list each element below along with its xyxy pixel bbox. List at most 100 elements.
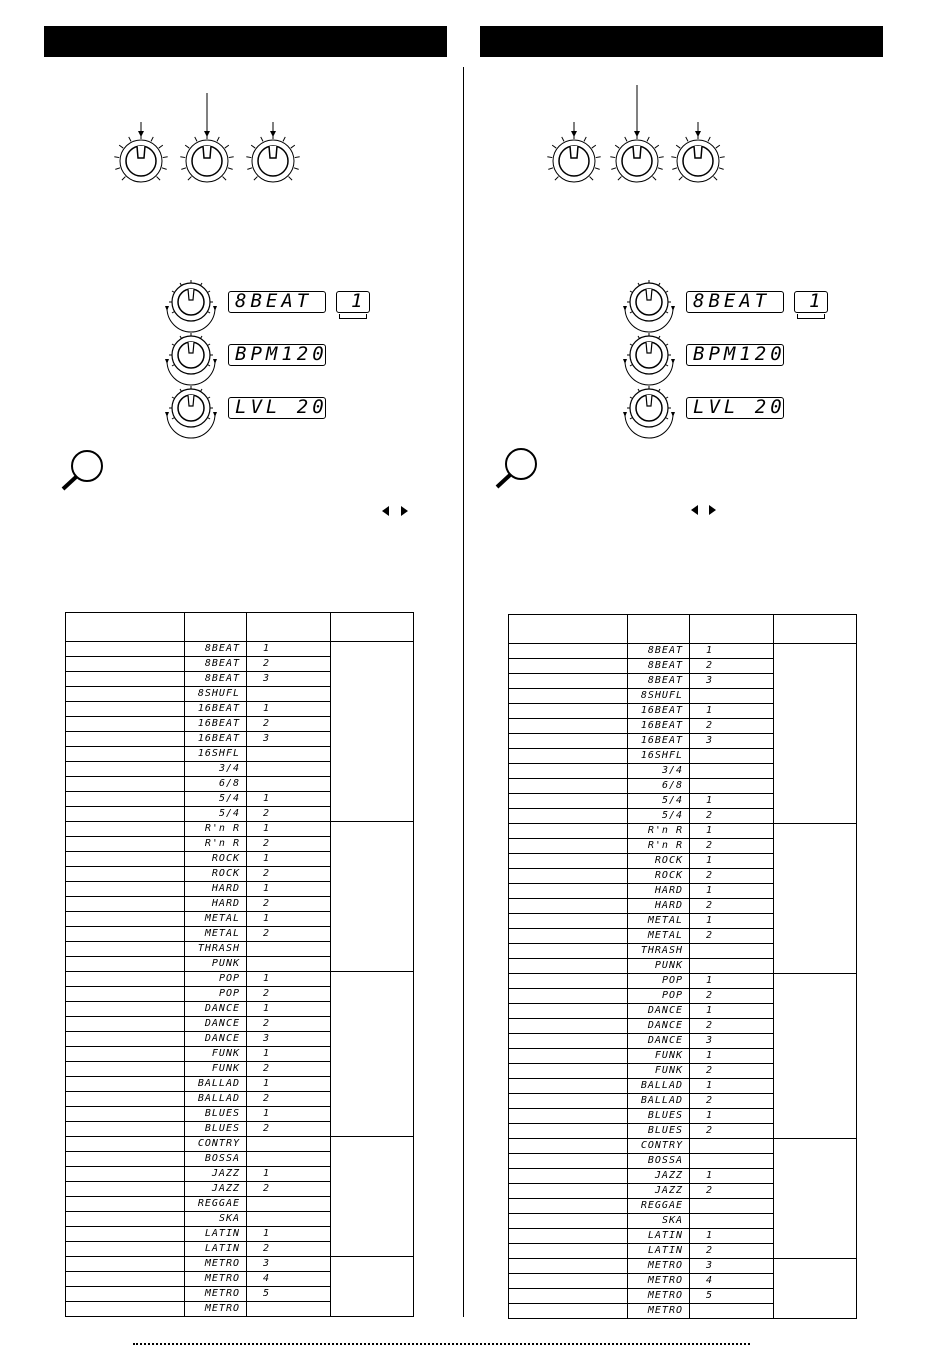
pattern-code-cell: JAZZ — [627, 1168, 690, 1184]
pattern-code-cell: 8BEAT — [627, 658, 690, 674]
genre-cell — [508, 748, 628, 764]
knob-icon[interactable] — [547, 134, 601, 183]
table-header-cell — [65, 612, 185, 642]
genre-cell — [65, 701, 185, 717]
variation-cell: 1 — [246, 1001, 331, 1017]
pattern-code-cell: DANCE — [184, 1016, 247, 1032]
variation-cell: 4 — [246, 1271, 331, 1287]
variation-cell — [689, 943, 774, 959]
magnifier-icon — [495, 448, 537, 489]
table-header-cell — [246, 612, 331, 642]
genre-cell — [508, 853, 628, 869]
header-bar-left — [44, 26, 447, 57]
genre-cell — [508, 958, 628, 974]
pattern-code-cell: ROCK — [627, 868, 690, 884]
variation-cell: 1 — [246, 911, 331, 927]
genre-cell — [65, 866, 185, 882]
genre-cell — [508, 868, 628, 884]
arrow-right-icon — [401, 506, 408, 516]
pattern-code-cell: ROCK — [627, 853, 690, 869]
variation-cell: 4 — [689, 1273, 774, 1289]
variation-cell: 1 — [246, 881, 331, 897]
genre-cell — [508, 1213, 628, 1229]
table-row: REGGAE — [65, 1196, 414, 1212]
pattern-code-cell: POP — [627, 988, 690, 1004]
genre-cell — [508, 673, 628, 689]
variation-cell: 1 — [246, 821, 331, 837]
variation-cell — [689, 688, 774, 704]
selector-knob-pattern[interactable] — [623, 278, 678, 333]
variation-cell: 2 — [689, 1018, 774, 1034]
genre-cell — [65, 1286, 185, 1302]
genre-cell — [508, 1018, 628, 1034]
genre-cell — [508, 718, 628, 734]
pattern-code-cell: DANCE — [184, 1031, 247, 1047]
genre-cell — [65, 656, 185, 672]
variation-cell: 1 — [689, 1108, 774, 1124]
knob-row-left — [114, 93, 300, 183]
selector-knob-level[interactable] — [623, 384, 678, 439]
pattern-code-cell: ROCK — [184, 851, 247, 867]
table-row: PUNK — [508, 958, 857, 974]
knob-icon[interactable] — [671, 134, 725, 183]
display-pattern: 8BEAT — [686, 291, 784, 313]
variation-cell — [246, 1196, 331, 1212]
table-row: BOSSA — [65, 1151, 414, 1167]
pattern-code-cell: BOSSA — [627, 1153, 690, 1169]
table-header-cell — [184, 612, 247, 642]
variation-cell: 1 — [246, 851, 331, 867]
selector-knob-level[interactable] — [165, 384, 220, 439]
group-cell — [330, 1136, 414, 1257]
variation-cell — [246, 1136, 331, 1152]
genre-cell — [508, 1063, 628, 1079]
variation-cell: 1 — [689, 913, 774, 929]
knob-row-right — [547, 85, 725, 183]
genre-cell — [65, 716, 185, 732]
table-row: 6/8 — [508, 778, 857, 794]
genre-cell — [508, 883, 628, 899]
pattern-code-cell: JAZZ — [627, 1183, 690, 1199]
pattern-code-cell: HARD — [184, 896, 247, 912]
variation-cell — [689, 958, 774, 974]
selector-knob-pattern[interactable] — [165, 278, 220, 333]
genre-cell — [65, 1076, 185, 1092]
table-header-row — [508, 614, 857, 644]
genre-cell — [65, 881, 185, 897]
genre-cell — [508, 778, 628, 794]
knob-icon[interactable] — [610, 134, 664, 183]
arrow-right-icon — [709, 505, 716, 515]
genre-cell — [508, 1108, 628, 1124]
genre-cell — [65, 776, 185, 792]
genre-cell — [508, 1273, 628, 1289]
genre-cell — [65, 1241, 185, 1257]
knob-icon[interactable] — [180, 134, 234, 183]
table-header-row — [65, 612, 414, 642]
variation-cell: 1 — [689, 1228, 774, 1244]
variation-cell: 2 — [246, 1121, 331, 1137]
variation-cell — [689, 748, 774, 764]
pattern-code-cell: 5/4 — [184, 806, 247, 822]
selector-knob-tempo[interactable] — [623, 331, 678, 386]
knob-icon[interactable] — [246, 134, 300, 183]
genre-cell — [65, 1061, 185, 1077]
pattern-code-cell: 8SHUFL — [184, 686, 247, 702]
table-row: 8BEAT 1 — [508, 643, 857, 824]
genre-cell — [65, 1211, 185, 1227]
selector-knob-tempo[interactable] — [165, 331, 220, 386]
pattern-code-cell: BLUES — [184, 1121, 247, 1137]
variation-cell: 3 — [246, 731, 331, 747]
variation-cell: 1 — [689, 703, 774, 719]
genre-cell — [508, 1168, 628, 1184]
genre-cell — [65, 731, 185, 747]
knob-icon[interactable] — [114, 134, 168, 183]
variation-cell: 2 — [689, 838, 774, 854]
